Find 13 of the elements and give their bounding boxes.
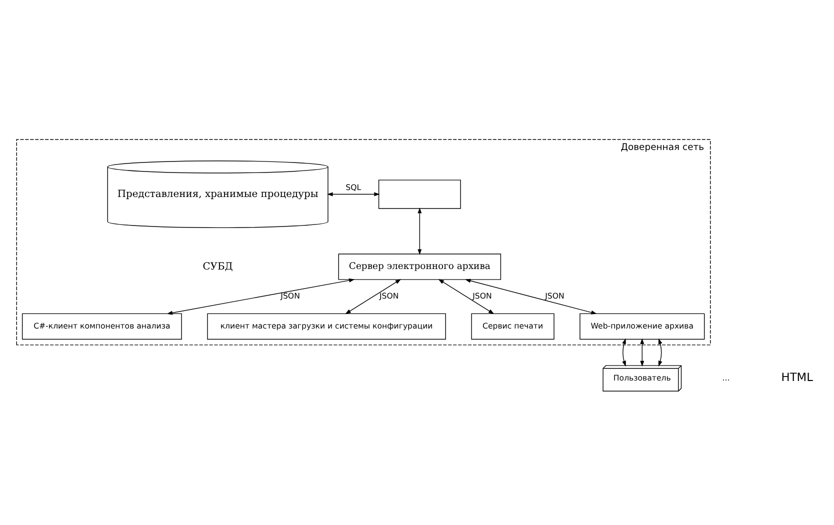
arrow [418,208,422,255]
arrow [640,338,644,367]
arrow [327,192,380,196]
arrow [166,278,355,315]
arrow [345,279,402,314]
arrow [658,338,662,367]
label: HTML [781,370,813,384]
node-box: Сервер электронного архива [338,254,502,280]
arrow [438,279,494,314]
node-box [378,180,461,209]
arrow [622,338,626,367]
node-label: СУБД [202,261,233,272]
arrow [464,278,597,314]
